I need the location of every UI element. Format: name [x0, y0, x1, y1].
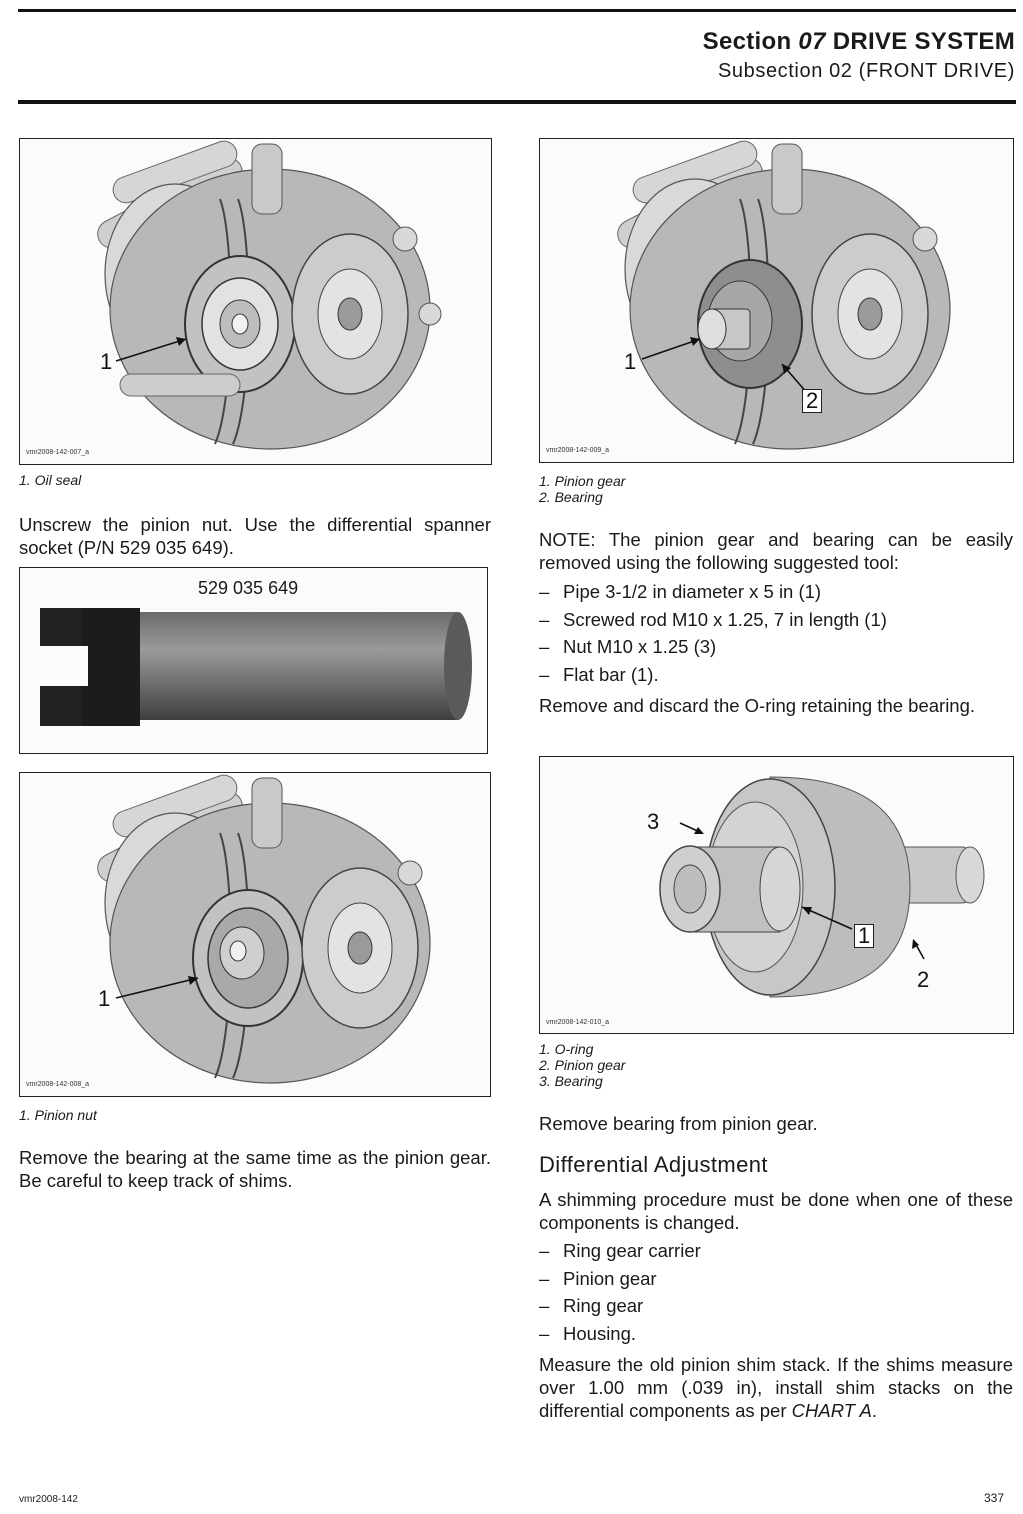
list-item: Ring gear	[539, 1294, 1013, 1322]
callout-1: 1	[624, 349, 637, 374]
callout-2: 2	[802, 389, 823, 413]
caption-item: 2. Pinion gear	[539, 1057, 626, 1073]
paragraph-unscrew: Unscrew the pinion nut. Use the differen…	[19, 514, 491, 558]
paragraph-remove-bearing: Remove bearing from pinion gear.	[539, 1113, 818, 1134]
spanner-socket-illustration	[40, 608, 472, 726]
note-label: NOTE:	[539, 529, 596, 550]
callout-1: 1	[98, 986, 111, 1011]
figure-pinion-gear: 1 2 vmr2008-142-009_a	[539, 138, 1014, 463]
list-item: Ring gear carrier	[539, 1239, 1013, 1267]
callout-3: 3	[647, 809, 660, 834]
caption-oil-seal: 1. Oil seal	[19, 472, 82, 488]
caption-item: 3. Bearing	[539, 1073, 603, 1089]
list-item: Pipe 3-1/2 in diameter x 5 in (1)	[539, 580, 1013, 608]
list-item: Housing.	[539, 1322, 1013, 1350]
paragraph-measure: Measure the old pinion shim stack. If th…	[539, 1354, 1013, 1421]
header-top-rule	[18, 9, 1016, 12]
note-body: The pinion gear and bearing can be easil…	[539, 529, 1013, 573]
caption-item: 2. Bearing	[539, 489, 603, 505]
callout-2: 2	[917, 967, 930, 992]
list-item: Nut M10 x 1.25 (3)	[539, 635, 1013, 663]
figure-id: vmr2008-142-010_a	[546, 1019, 610, 1026]
caption-oring: 1. O-ring 2. Pinion gear 3. Bearing	[539, 1041, 625, 1089]
heading-differential-adjustment: Differential Adjustment	[539, 1152, 768, 1177]
subsection-title: Subsection 02 (FRONT DRIVE)	[717, 60, 1015, 82]
paragraph-remove-bearing-same-time: Remove the bearing at the same time as t…	[19, 1147, 491, 1191]
figure-id: vmr2008-142-008_a	[26, 1081, 90, 1088]
chart-reference: CHART A	[791, 1400, 872, 1421]
header-rule	[18, 100, 1016, 104]
page-number: 337	[984, 1491, 1005, 1505]
tool-list: Pipe 3-1/2 in diameter x 5 in (1) Screwe…	[539, 580, 1013, 690]
paragraph-remove-oring: Remove and discard the O-ring retaining …	[539, 695, 976, 716]
list-item: Screwed rod M10 x 1.25, 7 in length (1)	[539, 608, 1013, 636]
figure-pinion-nut: 1 vmr2008-142-008_a	[19, 772, 491, 1097]
housing-illustration	[617, 140, 951, 450]
paragraph-shimming: A shimming procedure must be done when o…	[539, 1189, 1013, 1233]
list-item: Pinion gear	[539, 1267, 1013, 1295]
caption-pinion-nut: 1. Pinion nut	[19, 1107, 97, 1123]
footer-doc-id: vmr2008-142	[19, 1494, 78, 1505]
component-list: Ring gear carrier Pinion gear Ring gear …	[539, 1239, 1013, 1349]
caption-pinion-gear: 1. Pinion gear 2. Bearing	[539, 473, 625, 505]
list-item: Flat bar (1).	[539, 663, 1013, 691]
pinion-bearing-illustration	[659, 776, 985, 998]
callout-1: 1	[854, 924, 875, 948]
figure-oil-seal: 1 vmr2008-142-007_a	[19, 138, 492, 465]
figure-id: vmr2008-142-007_a	[26, 449, 90, 456]
figure-oring: 3 1 2 vmr2008-142-010_a	[539, 756, 1014, 1034]
section-title: Section 07 DRIVE SYSTEM	[702, 28, 1015, 55]
part-number-label: 529 035 649	[198, 578, 299, 598]
housing-illustration	[97, 140, 442, 450]
housing-illustration	[97, 774, 431, 1084]
figure-id: vmr2008-142-009_a	[546, 447, 610, 454]
caption-item: 1. O-ring	[539, 1041, 594, 1057]
figure-spanner-socket: 529 035 649	[19, 567, 488, 754]
callout-1: 1	[100, 349, 113, 374]
note-paragraph: NOTE: The pinion gear and bearing can be…	[539, 528, 1013, 574]
caption-item: 1. Pinion gear	[539, 473, 626, 489]
